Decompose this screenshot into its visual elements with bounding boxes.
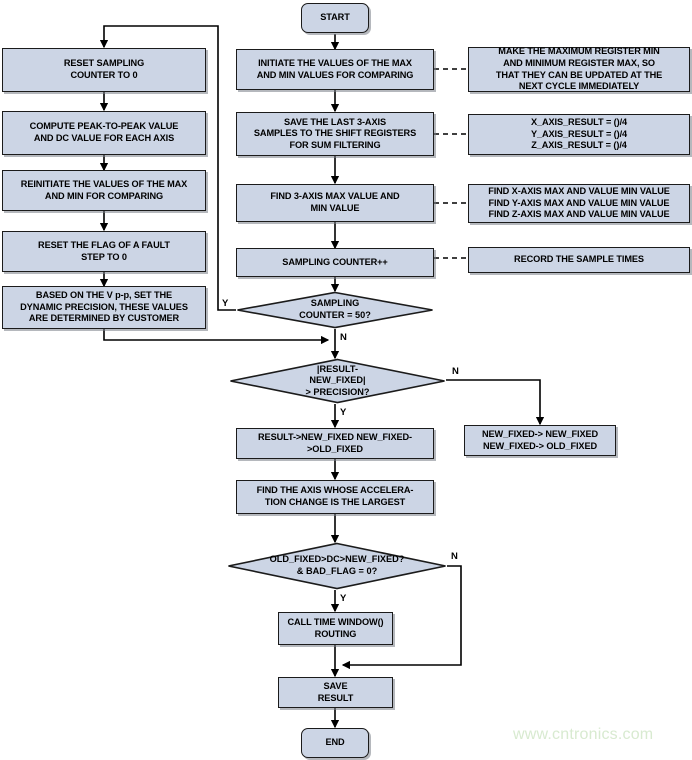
decision-precision[interactable]: |RESULT- NEW_FIXED| > PRECISION? xyxy=(229,358,446,404)
node-find-3axis-max-min[interactable]: FIND 3-AXIS MAX VALUE AND MIN VALUE xyxy=(236,184,434,222)
note-registers: MAKE THE MAXIMUM REGISTER MIN AND MINIMU… xyxy=(468,46,690,92)
node-assign-result-new-fixed[interactable]: RESULT->NEW_FIXED NEW_FIXED- >OLD_FIXED xyxy=(236,428,434,459)
edge-label-precision-yes: Y xyxy=(340,407,347,418)
note-record-sample-times: RECORD THE SAMPLE TIMES xyxy=(468,247,690,273)
edge-label-old-fixed-no: N xyxy=(451,551,458,562)
node-sampling-counter-increment[interactable]: SAMPLING COUNTER++ xyxy=(236,248,434,277)
node-end[interactable]: END xyxy=(301,728,369,758)
node-keep-new-fixed[interactable]: NEW_FIXED-> NEW_FIXED NEW_FIXED-> OLD_FI… xyxy=(464,425,616,456)
watermark: www.cntronics.com xyxy=(513,726,654,743)
node-start[interactable]: START xyxy=(301,3,369,33)
node-compute-peak-to-peak[interactable]: COMPUTE PEAK-TO-PEAK VALUE AND DC VALUE … xyxy=(2,111,206,155)
edge-label-sampling-counter-no: N xyxy=(340,332,347,343)
edge-label-precision-no: N xyxy=(452,366,459,377)
node-reset-fault-flag[interactable]: RESET THE FLAG OF A FAULT STEP TO 0 xyxy=(2,231,206,272)
node-reset-sampling-counter[interactable]: RESET SAMPLING COUNTER TO 0 xyxy=(2,48,206,92)
decision-sampling-counter[interactable]: SAMPLING COUNTER = 50? xyxy=(236,291,434,329)
node-save-3axis-samples[interactable]: SAVE THE LAST 3-AXIS SAMPLES TO THE SHIF… xyxy=(236,112,434,156)
node-find-largest-axis-change[interactable]: FIND THE AXIS WHOSE ACCELERA- TION CHANG… xyxy=(236,480,434,514)
node-initiate-max-min[interactable]: INITIATE THE VALUES OF THE MAX AND MIN V… xyxy=(236,49,434,90)
node-save-result[interactable]: SAVE RESULT xyxy=(278,677,393,708)
note-axis-results: X_AXIS_RESULT = ()/4 Y_AXIS_RESULT = ()/… xyxy=(468,114,690,155)
edge-label-old-fixed-yes: Y xyxy=(340,593,347,604)
node-call-time-window[interactable]: CALL TIME WINDOW() ROUTING xyxy=(278,612,393,645)
decision-old-fixed[interactable]: OLD_FIXED>DC>NEW_FIXED? & BAD_FLAG = 0? xyxy=(227,542,447,590)
edge-label-sampling-counter-yes: Y xyxy=(222,298,229,309)
node-set-dynamic-precision[interactable]: BASED ON THE V p-p, SET THE DYNAMIC PREC… xyxy=(2,286,206,329)
note-find-axis-max-min: FIND X-AXIS MAX AND VALUE MIN VALUE FIND… xyxy=(468,184,690,223)
node-reinitiate-max-min[interactable]: REINITIATE THE VALUES OF THE MAX AND MIN… xyxy=(2,170,206,211)
